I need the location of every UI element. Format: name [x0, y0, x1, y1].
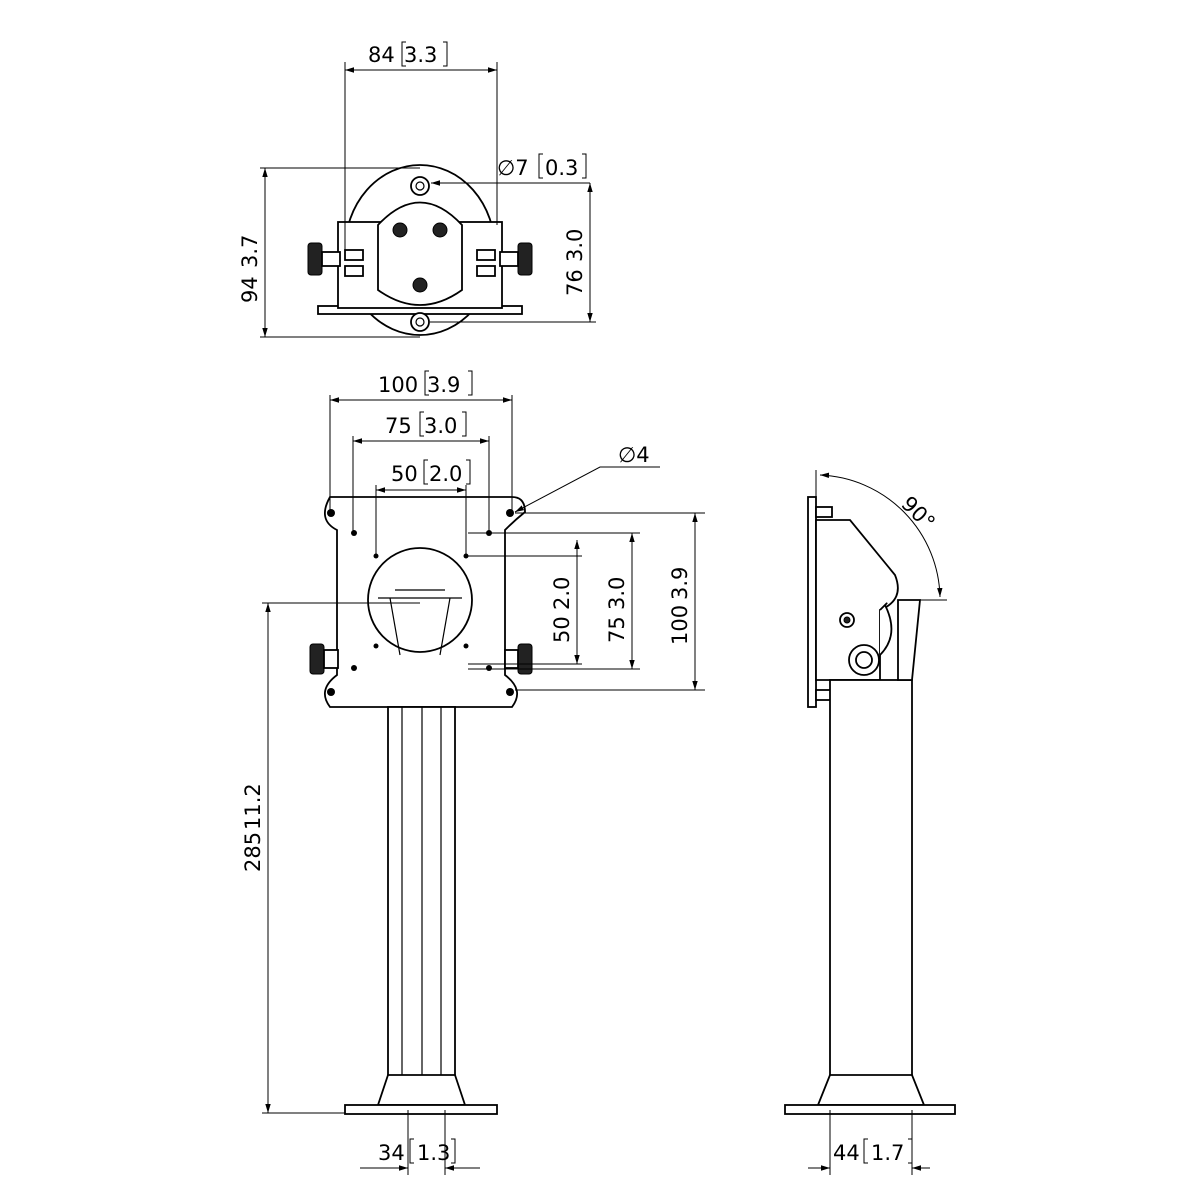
dim-top-hole-in: 0.3	[545, 156, 578, 180]
dim-pole-depth-mm: 44	[833, 1141, 860, 1165]
dim-vesa50-h-in: 2.0	[429, 462, 462, 486]
side-base-plate	[784, 1104, 956, 1115]
dim-top-height-mm: 94	[238, 276, 262, 303]
pole-side	[829, 679, 913, 1081]
dim-top-width-in: 3.3	[404, 43, 437, 67]
dim-top-hole-mm: ∅7	[497, 156, 529, 180]
dim-top-height-in: 3.7	[238, 235, 262, 268]
dim-vesa50-v-in: 2.0	[550, 577, 574, 610]
dim-vesa-hole-mm: ∅4	[618, 443, 650, 467]
dim-pole-depth-in: 1.7	[871, 1141, 904, 1165]
knob-right-icon	[517, 242, 533, 276]
dim-top-spacing-in: 3.0	[563, 229, 587, 262]
knob-left-icon	[309, 643, 325, 675]
dim-vesa75-v-in: 3.0	[605, 577, 629, 610]
dim-pole-width-in: 1.3	[417, 1141, 450, 1165]
dim-vesa75-v-mm: 75	[605, 616, 629, 643]
dim-vesa100-h-mm: 100	[378, 373, 418, 397]
dim-vesa75-h-in: 3.0	[424, 414, 457, 438]
side-plate	[807, 496, 817, 708]
dim-top-spacing-mm: 76	[563, 269, 587, 296]
dim-vesa100-h-in: 3.9	[427, 373, 460, 397]
dim-pole-width-mm: 34	[378, 1141, 405, 1165]
dim-height-in: 11.2	[241, 783, 265, 830]
dim-vesa100-v-mm: 100	[668, 605, 692, 645]
dim-tilt-angle: 90°	[896, 492, 939, 535]
dim-vesa50-h-mm: 50	[391, 462, 418, 486]
dim-vesa50-v-mm: 50	[550, 616, 574, 643]
top-view	[260, 62, 596, 338]
knob-left-icon	[307, 242, 323, 276]
dim-vesa100-v-in: 3.9	[668, 567, 692, 600]
dim-height-mm: 285	[241, 832, 265, 872]
front-base-plate	[344, 1104, 498, 1115]
front-view	[262, 395, 705, 1175]
dim-top-width-mm: 84	[368, 43, 395, 67]
dim-vesa75-h-mm: 75	[385, 414, 412, 438]
pole-clamp-circle	[367, 547, 473, 653]
side-view	[784, 470, 956, 1175]
